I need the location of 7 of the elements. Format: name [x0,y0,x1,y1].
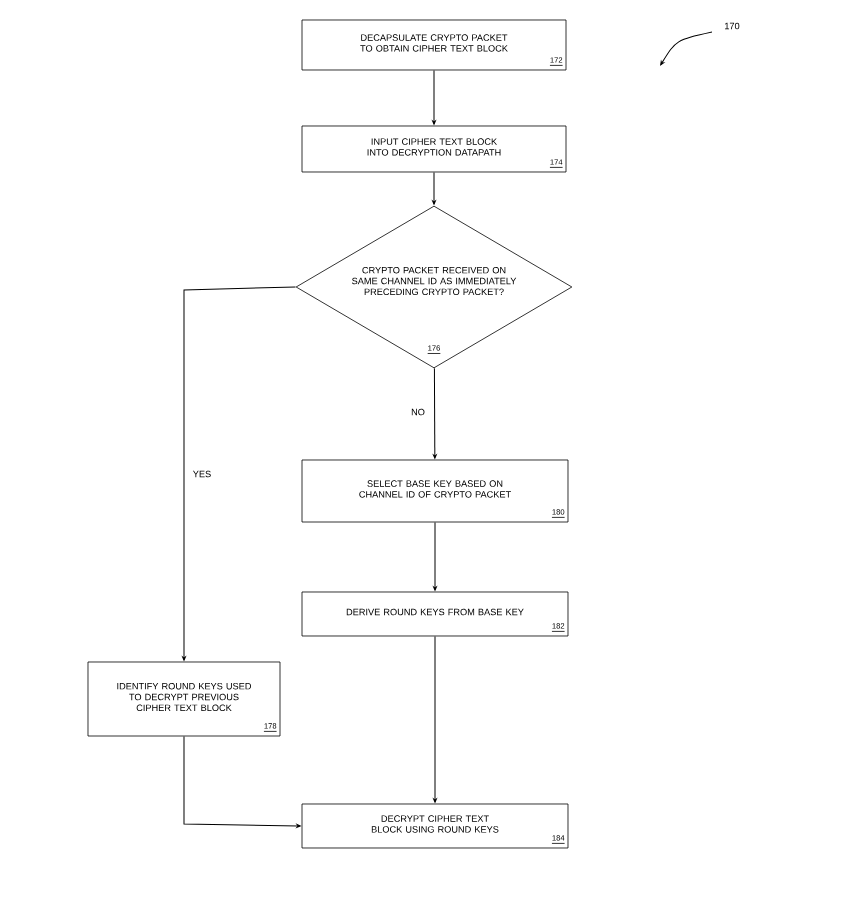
arrow [432,69,436,125]
arrow [433,635,437,803]
arrow [182,286,297,661]
arrow [433,521,437,591]
arrow [433,367,437,459]
arrow [183,735,301,828]
arrow [432,171,436,205]
